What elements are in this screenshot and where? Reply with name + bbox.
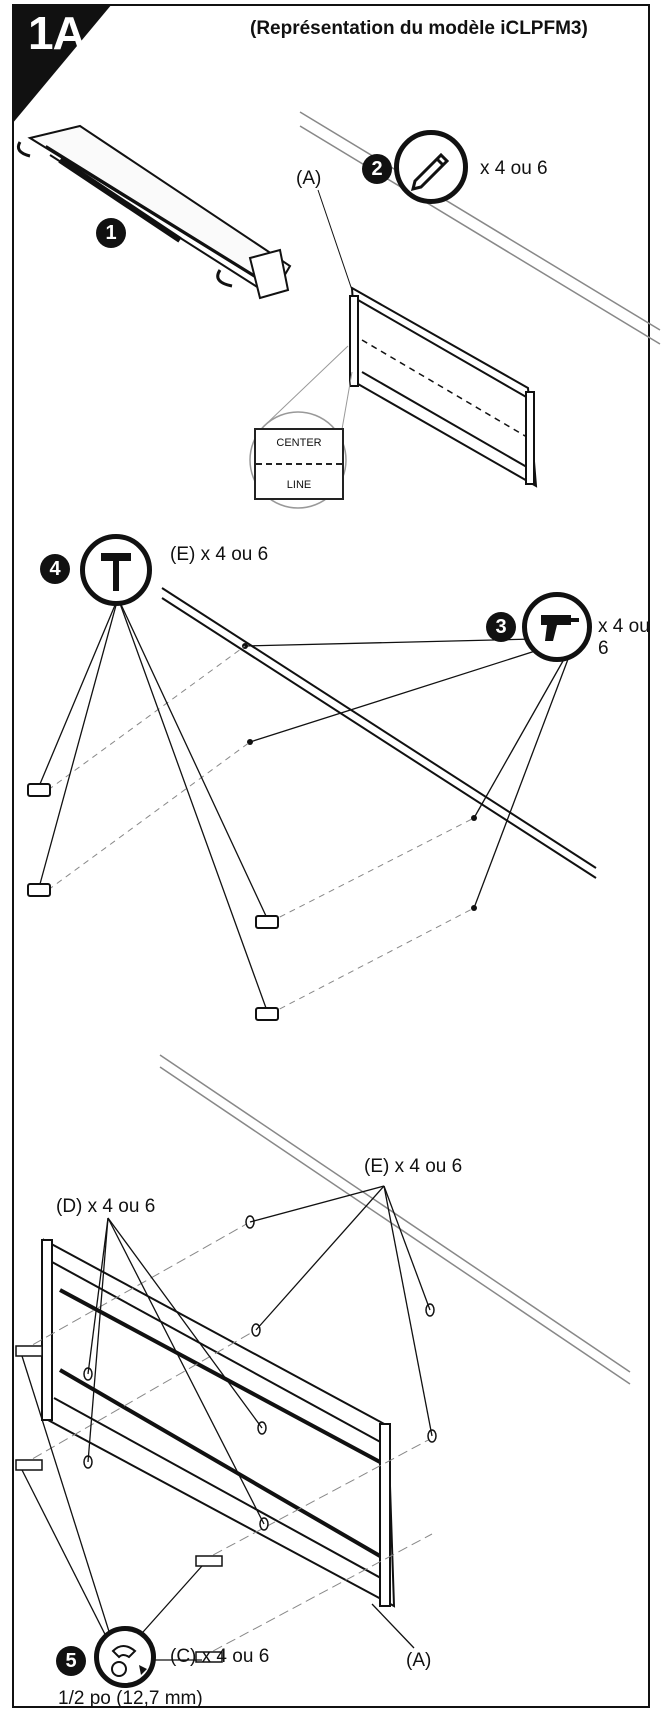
drill-icon (522, 592, 592, 662)
drill-callout-lines (244, 637, 577, 909)
step-5-badge: 5 (56, 1646, 86, 1676)
bracket-bottom-illustration (41, 1238, 396, 1608)
lag-bolt-guides (19, 1221, 433, 1659)
step-1-badge: 1 (96, 218, 126, 248)
wall-bracket-illustration (349, 286, 538, 488)
hammer-callout-lines (39, 597, 267, 1009)
socket-size: 1/2 po (12,7 mm) (58, 1688, 203, 1709)
part-e-quantity: (E) x 4 ou 6 (364, 1156, 463, 1177)
callout-a-bottom (371, 1603, 415, 1649)
drill-points (242, 643, 477, 911)
hammer-quantity: (E) x 4 ou 6 (170, 544, 269, 565)
drill-quantity: x 4 ou 6 (598, 616, 650, 659)
center-line-box: CENTER LINE (254, 428, 344, 500)
step-badge-label: 1A (28, 7, 86, 59)
wall-line-top (299, 111, 661, 345)
corner-badge (12, 4, 112, 124)
wall-line-bottom (159, 1054, 631, 1385)
center-divider (256, 463, 342, 465)
wall-anchors (27, 783, 279, 1021)
e-callout-lines (249, 1185, 433, 1437)
center-text: CENTER (276, 437, 322, 449)
part-c-quantity: (C) x 4 ou 6 (170, 1646, 270, 1667)
step-4-badge: 4 (40, 554, 70, 584)
line-text: LINE (286, 479, 312, 491)
callout-a-top (317, 189, 353, 291)
socket-wrench-icon (94, 1626, 156, 1688)
part-d-quantity: (D) x 4 ou 6 (56, 1196, 156, 1217)
page-frame (12, 4, 650, 1708)
part-a-label-top: (A) (296, 168, 322, 189)
wall-line-middle (161, 587, 597, 879)
hammer-icon (80, 534, 152, 606)
step-3-badge: 3 (486, 612, 516, 642)
pencil-icon (394, 130, 468, 204)
lag-bolts (15, 1345, 223, 1663)
mount-rail-illustration (16, 124, 292, 300)
pencil-quantity: x 4 ou 6 (480, 158, 548, 179)
anchor-guides (47, 645, 475, 1015)
part-a-label-bottom: (A) (406, 1650, 432, 1671)
step-2-badge: 2 (362, 154, 392, 184)
model-header: (Représentation du modèle iCLPFM3) (250, 18, 588, 39)
d-callout-lines (87, 1217, 265, 1525)
